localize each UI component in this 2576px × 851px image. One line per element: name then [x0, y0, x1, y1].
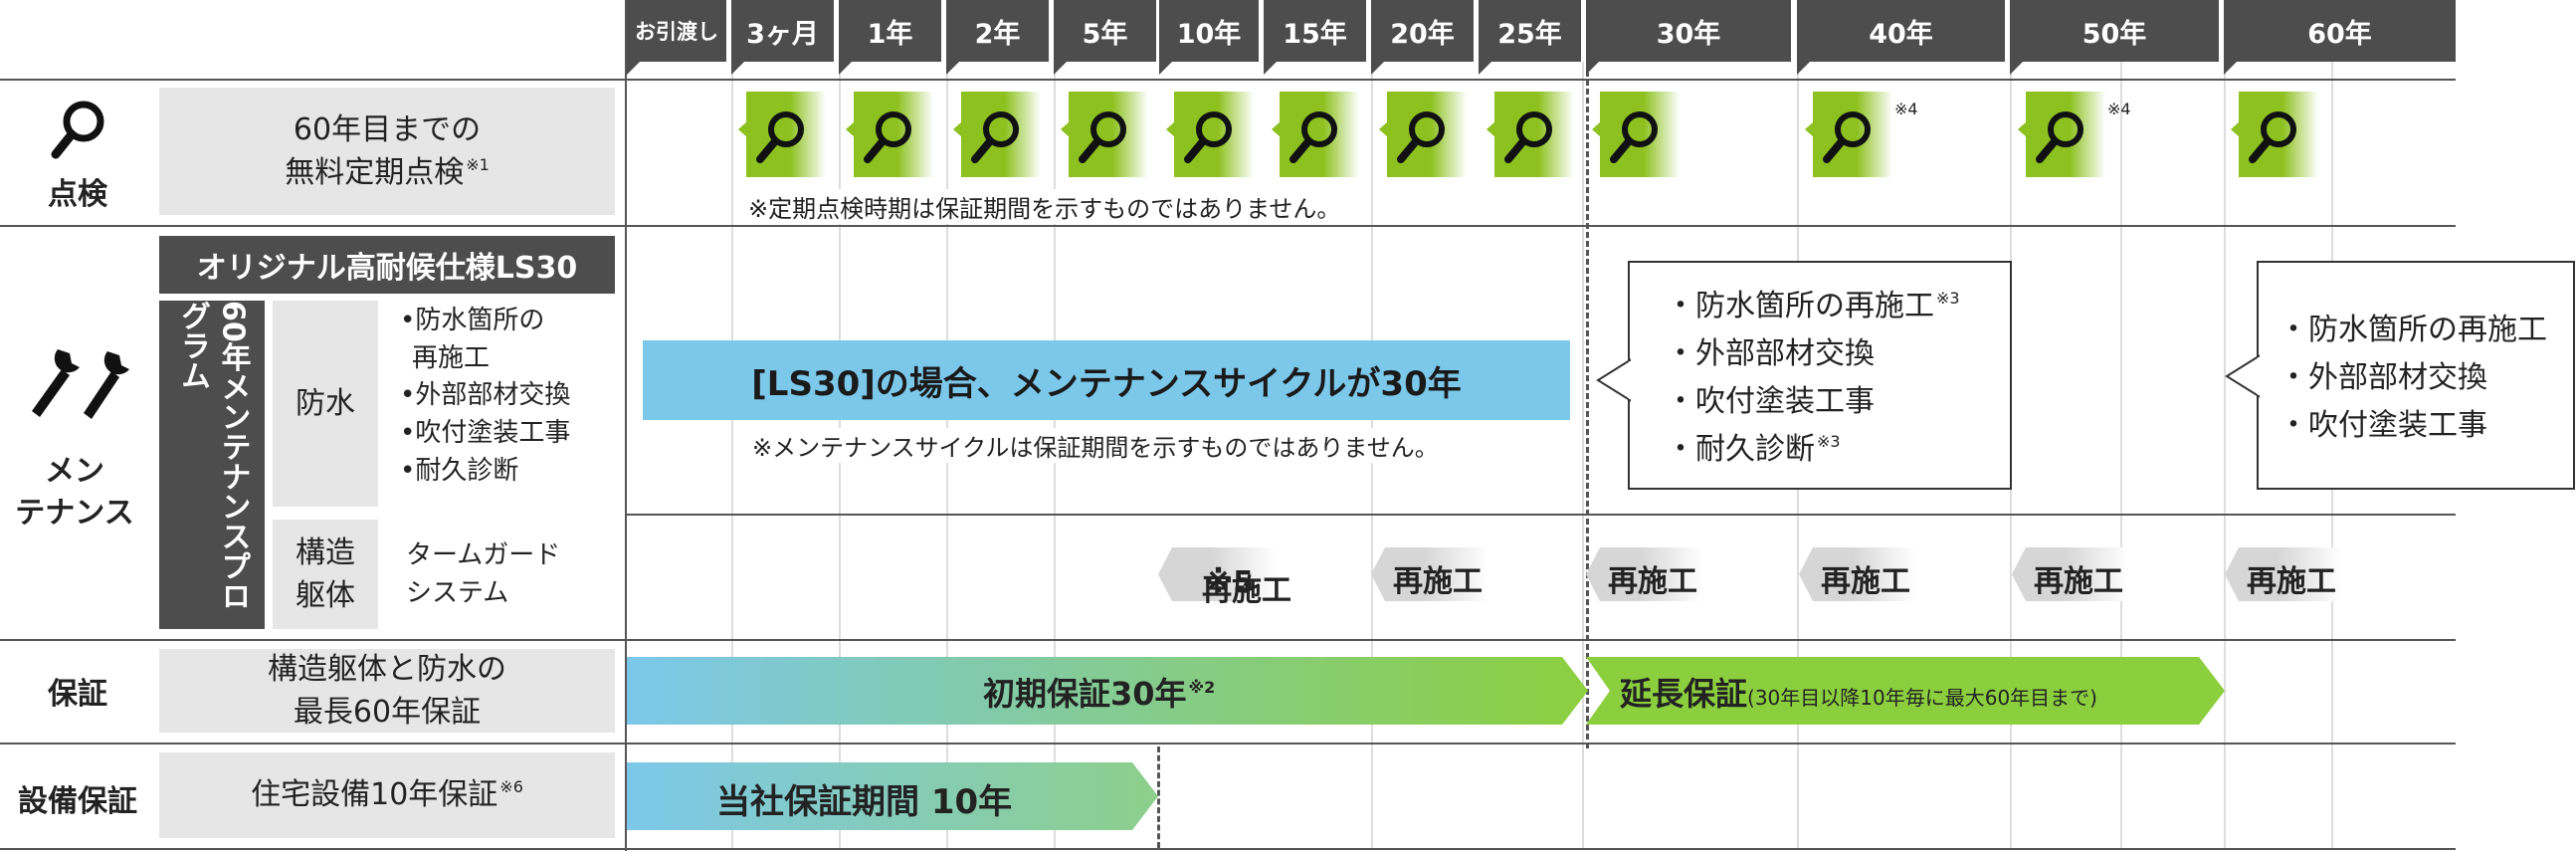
rework-tag-10year: 再施工※5: [1158, 547, 1291, 608]
rework-tag-60year: 再施工: [2225, 547, 2342, 601]
tab-60year: 60年: [2224, 0, 2456, 75]
equipment-warranty-text: 当社保証期間 10年: [716, 782, 1013, 822]
equipment-mark: ※6: [499, 777, 523, 797]
program-label: 60年メンテナンスプログラム: [159, 301, 265, 629]
extended-warranty-text: 延長保証(30年目以降10年毎に最大60年目まで): [1620, 669, 2097, 715]
callout-30-item-2: ・外部部材交換: [1666, 336, 1875, 371]
tab-20year: 20年: [1371, 0, 1474, 75]
inspection-50year-mark: ※4: [2107, 100, 2131, 118]
callout-30-item-4: ・耐久診断: [1666, 432, 1815, 467]
rework-label-40year: 再施工: [1821, 564, 1910, 599]
tab-5year: 5年: [1054, 0, 1156, 75]
rework-label-50year: 再施工: [2034, 564, 2123, 599]
tab-handover: お引渡し: [627, 0, 726, 75]
rework-label-30year: 再施工: [1608, 564, 1697, 599]
tab-3months: 3ヶ月: [731, 0, 834, 75]
rework-label-60year: 再施工: [2247, 564, 2336, 599]
inspection-row-label: 点検: [48, 177, 107, 212]
extended-warranty-bar: [1586, 657, 2225, 725]
initial-warranty-text: 初期保証30年※2: [983, 669, 1215, 715]
rework-tag-20year: 再施工: [1371, 547, 1488, 601]
equipment-label-cell: 住宅設備10年保証※6: [159, 752, 615, 838]
inspection-mark: ※1: [466, 155, 490, 174]
maintenance-row-label-1: メン: [45, 454, 104, 489]
tab-15year: 15年: [1264, 0, 1366, 75]
cycle-note: ※メンテナンスサイクルは保証期間を示すものではありません。: [748, 428, 1443, 463]
waterproof-label: 防水: [273, 301, 378, 507]
waterproof-item-1: •防水箇所の: [400, 306, 545, 335]
rework-label-20year: 再施工: [1393, 564, 1483, 599]
callout-60-item-3: ・吹付塗装工事: [2279, 408, 2487, 443]
rework-tag-50year: 再施工: [2012, 547, 2129, 601]
callout-30year: ・防水箇所の再施工※3 ・外部部材交換 ・吹付塗装工事 ・耐久診断※3: [1628, 261, 2012, 490]
initial-warranty-mark: ※2: [1188, 678, 1216, 697]
tab-50year: 50年: [2010, 0, 2219, 75]
waterproof-item-4: •耐久診断: [400, 455, 519, 486]
inspection-50year-icon: [2018, 92, 2105, 177]
structure-label-1: 構造: [296, 534, 355, 570]
warranty-row-label: 保証: [48, 677, 107, 712]
warranty-line2: 最長60年保証: [293, 695, 482, 730]
spec-title: オリジナル高耐候仕様LS30: [159, 236, 615, 294]
structure-item-1: タームガード: [406, 540, 561, 570]
cycle-banner: [LS30]の場合、メンテナンスサイクルが30年: [643, 340, 1570, 420]
tab-40year: 40年: [1797, 0, 2005, 75]
inspection-10year-icon: [1166, 92, 1254, 177]
rework-mark-10year: ※5: [1204, 565, 1255, 600]
equipment-row-label: 設備保証: [18, 784, 137, 819]
warranty-line1: 構造躯体と防水の: [268, 651, 506, 687]
inspection-40year-mark: ※4: [1894, 100, 1918, 118]
waterproof-item-3: •吹付塗装工事: [400, 418, 571, 449]
cycle-banner-text: [LS30]の場合、メンテナンスサイクルが30年: [751, 363, 1462, 404]
inspection-2year-icon: [953, 92, 1041, 177]
waterproof-items: •防水箇所の 再施工 •外部部材交換 •吹付塗装工事 •耐久診断: [400, 303, 570, 490]
inspection-5year-icon: [1061, 92, 1148, 177]
tab-10year: 10年: [1159, 0, 1259, 75]
inspection-1year-icon: [846, 92, 933, 177]
inspection-label-cell: 60年目までの 無料定期点検※1: [159, 88, 615, 215]
structure-item-2: システム: [406, 577, 509, 608]
tab-2year: 2年: [946, 0, 1049, 75]
tab-25year: 25年: [1479, 0, 1581, 75]
waterproof-item-1b: 再施工: [412, 342, 491, 373]
callout-60year: ・防水箇所の再施工 ・外部部材交換 ・吹付塗装工事: [2257, 261, 2575, 490]
initial-warranty-bar: [627, 657, 1588, 725]
inspection-15year-icon: [1272, 92, 1359, 177]
rework-label-10year: 再施工: [1202, 573, 1291, 608]
warranty-label-cell: 構造躯体と防水の 最長60年保証: [159, 649, 615, 733]
rework-tag-30year: 再施工: [1586, 547, 1703, 601]
extended-warranty-label: 延長保証: [1620, 675, 1748, 713]
inspection-line1: 60年目までの: [293, 111, 482, 147]
structure-label-2: 躯体: [296, 578, 355, 613]
structure-item: タームガード システム: [406, 537, 560, 612]
rework-tag-40year: 再施工: [1799, 547, 1916, 601]
structure-label: 構造躯体: [273, 520, 378, 629]
initial-warranty-label: 初期保証30年: [983, 675, 1187, 713]
inspection-line2: 無料定期点検: [285, 155, 465, 190]
wrench-icon: [32, 349, 129, 419]
equipment-warranty-bar: [627, 762, 1158, 830]
inspection-40year-icon: [1805, 92, 1892, 177]
callout-30-item-3: ・吹付塗装工事: [1666, 384, 1875, 419]
inspection-3months-icon: [738, 92, 826, 177]
callout-60-item-1: ・防水箇所の再施工: [2279, 313, 2547, 347]
extended-warranty-note: (30年目以降10年毎に最大60年目まで): [1747, 686, 2097, 710]
magnifier-icon: [51, 101, 104, 159]
callout-30-item-1: ・防水箇所の再施工: [1666, 289, 1934, 323]
callout-30-mark-4: ※3: [1817, 432, 1841, 451]
callout-60-item-2: ・外部部材交換: [2279, 360, 2487, 395]
callout-30-pointer: [1596, 358, 1632, 402]
inspection-note: ※定期点検時期は保証期間を示すものではありません。: [744, 189, 1345, 224]
tab-30year: 30年: [1586, 0, 1791, 75]
inspection-25year-icon: [1486, 92, 1574, 177]
callout-60-pointer: [2225, 354, 2261, 398]
inspection-60year-icon: [2231, 92, 2318, 177]
equipment-line: 住宅設備10年保証: [251, 777, 498, 813]
maintenance-row-label-2: テナンス: [15, 496, 134, 531]
tab-1year: 1年: [839, 0, 941, 75]
inspection-20year-icon: [1379, 92, 1467, 177]
callout-30-mark-1: ※3: [1936, 289, 1960, 308]
waterproof-item-2: •外部部材交換: [400, 380, 571, 411]
inspection-30year-icon: [1592, 92, 1680, 177]
